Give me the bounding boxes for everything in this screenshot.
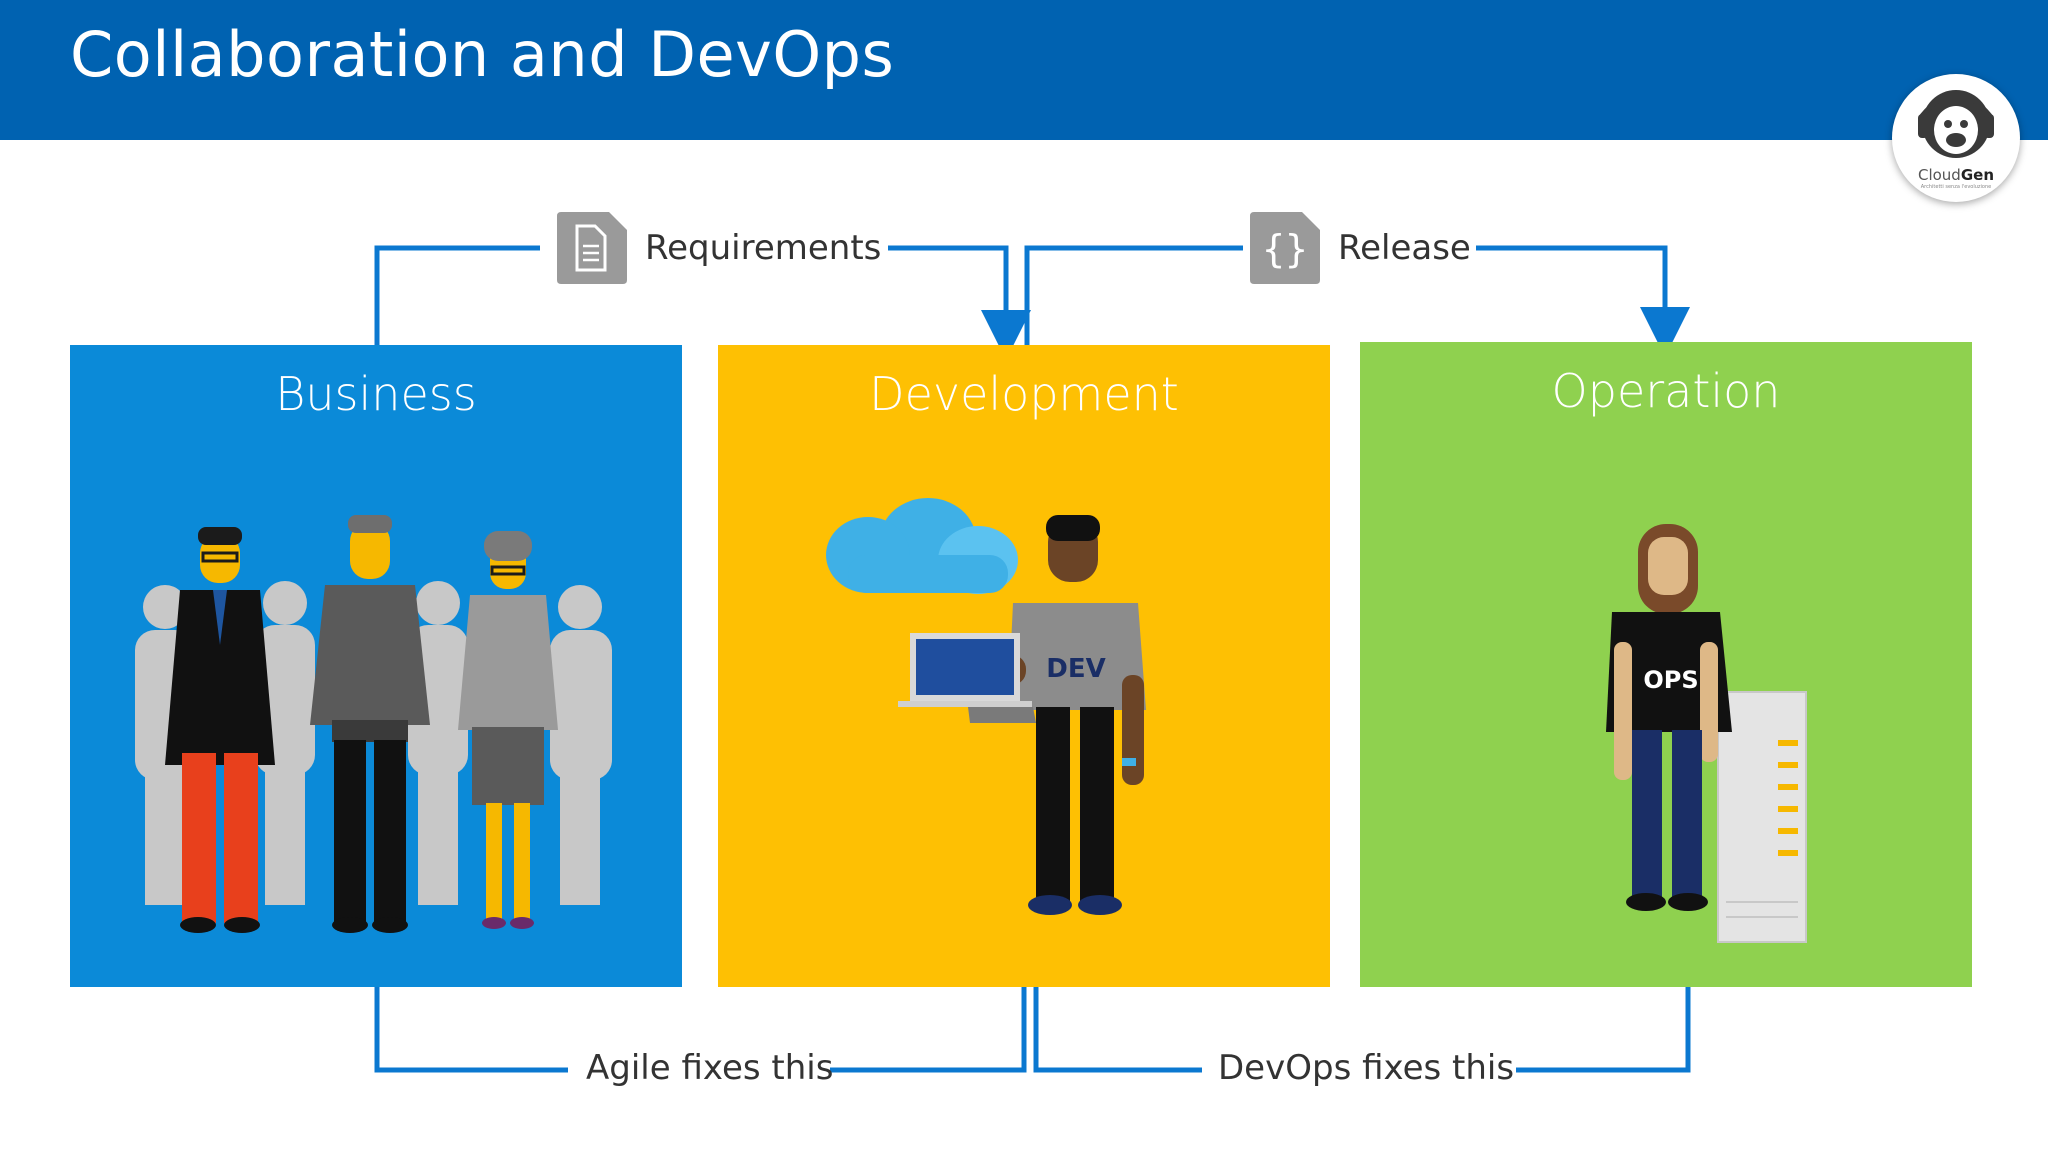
devops-connector-left — [1033, 987, 1202, 1073]
release-label: Release — [1338, 228, 1471, 268]
ops-shirt-text: OPS — [1643, 666, 1698, 694]
release-connector-left — [1024, 245, 1243, 345]
logo-tagline: Architetti senza l'evoluzione — [1920, 184, 1992, 190]
logo-name: CloudGen — [1917, 166, 1995, 184]
devops-fixes-label: DevOps fixes this — [1218, 1048, 1515, 1088]
operation-title: Operation — [1551, 364, 1781, 418]
slide-title: Collaboration and DevOps — [70, 18, 895, 91]
ops-engineer-illustration: OPS — [1606, 524, 1807, 943]
code-braces-icon: {} — [1250, 212, 1320, 284]
agile-connector-right — [830, 987, 1027, 1073]
svg-text:{}: {} — [1262, 227, 1308, 271]
document-icon — [557, 212, 627, 284]
requirements-connector-right — [888, 245, 1031, 360]
cloud-icon — [826, 498, 1018, 594]
release-connector-right — [1476, 245, 1690, 357]
development-panel: Development DEV — [718, 345, 1330, 987]
server-rack-icon — [1717, 691, 1807, 943]
laptop-icon — [898, 633, 1036, 723]
development-title: Development — [869, 367, 1179, 421]
monkey-headphones-icon — [1918, 90, 1994, 158]
cloudgen-logo: CloudGen Architetti senza l'evoluzione — [1892, 74, 2020, 202]
agile-connector-left — [374, 987, 568, 1073]
developer-illustration: DEV — [826, 498, 1146, 915]
business-title: Business — [275, 367, 477, 421]
agile-fixes-label: Agile fixes this — [586, 1048, 834, 1088]
title-bar: Collaboration and DevOps — [0, 0, 2048, 140]
business-panel: Business — [70, 345, 682, 987]
devops-connector-right — [1516, 987, 1691, 1073]
requirements-label: Requirements — [645, 228, 882, 268]
requirements-connector-left — [374, 245, 540, 345]
operation-panel: Operation OPS — [1360, 342, 1972, 987]
business-people-illustration — [135, 515, 612, 933]
dev-shirt-text: DEV — [1046, 654, 1105, 684]
